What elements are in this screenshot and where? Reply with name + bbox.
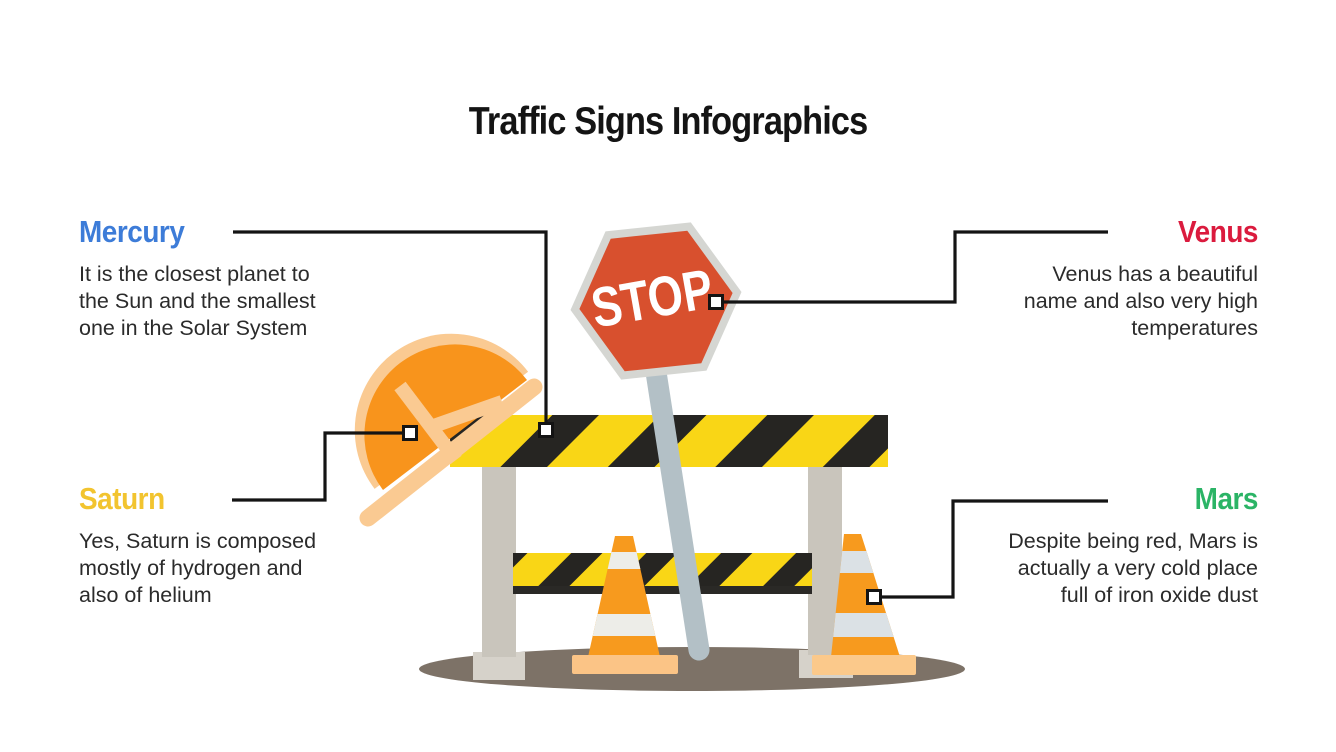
barrier-legs: [473, 467, 853, 680]
saturn-marker: [402, 425, 418, 441]
venus-heading: Venus: [1178, 214, 1258, 249]
hard-hat: [354, 333, 543, 527]
mars-heading: Mars: [1194, 481, 1259, 516]
callout-saturn: Saturn Yes, Saturn is composed mostly of…: [79, 482, 321, 609]
stop-sign: STOP: [570, 222, 742, 380]
callout-connectors: [232, 230, 1108, 599]
page-title: Traffic Signs Infographics: [468, 100, 868, 144]
callout-mercury: Mercury It is the closest planet to the …: [79, 215, 334, 342]
mercury-connector: [233, 230, 548, 424]
callout-venus: Venus Venus has a beautiful name and als…: [1013, 214, 1259, 342]
mercury-description: It is the closest planet to the Sun and …: [79, 262, 316, 340]
mercury-heading: Mercury: [79, 214, 185, 249]
saturn-heading: Saturn: [79, 481, 165, 516]
venus-connector: [716, 230, 1108, 304]
saturn-description: Yes, Saturn is composed mostly of hydrog…: [79, 529, 317, 607]
hard-hat-brim: [359, 378, 543, 527]
callout-mars: Mars Despite being red, Mars is actually…: [998, 482, 1258, 609]
mars-marker: [866, 589, 882, 605]
mars-description: Despite being red, Mars is actually a ve…: [1008, 529, 1258, 607]
venus-marker: [708, 294, 724, 310]
barrier-lower-board: [513, 553, 812, 594]
saturn-connector: [232, 431, 404, 502]
venus-description: Venus has a beautiful name and also very…: [1023, 262, 1258, 340]
mars-connector: [881, 499, 1108, 599]
connector-markers: [402, 294, 882, 605]
sign-pole: [645, 361, 710, 661]
mercury-marker: [538, 422, 554, 438]
